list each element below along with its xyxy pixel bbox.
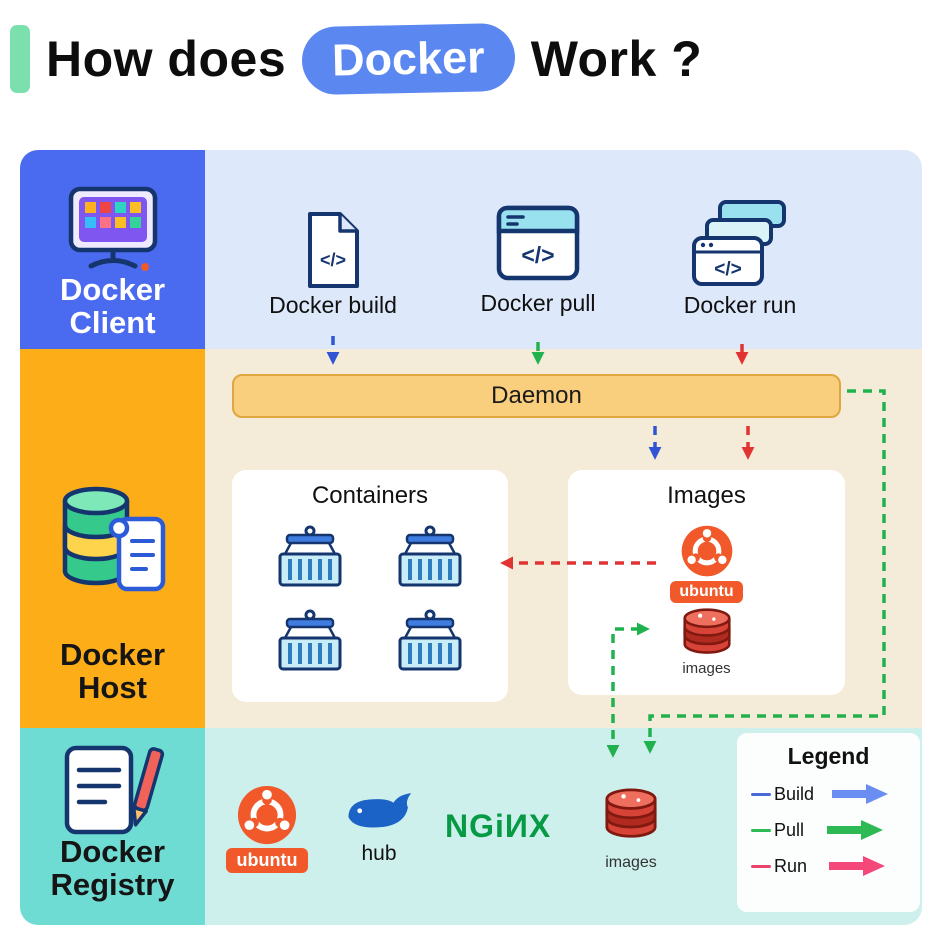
ubuntu-logo-icon (237, 785, 297, 845)
diagram-frame: Docker Client </> </> (20, 150, 922, 925)
host-band-content: Daemon Containers Images (205, 349, 922, 728)
containers-grid (232, 524, 508, 674)
legend-build-label: Build (774, 783, 815, 804)
title-suffix: Work ? (530, 31, 703, 87)
legend-run-label: Run (774, 855, 808, 876)
svg-text:</>: </> (320, 250, 346, 270)
daemon-bar: Daemon (232, 374, 841, 418)
legend-row-pull: Pull (751, 818, 908, 842)
ubuntu-badge: ubuntu (225, 848, 309, 873)
container-crane-icon (278, 609, 342, 671)
registry-band-title: Docker Registry (50, 834, 175, 902)
client-band-label: Docker Client (20, 150, 205, 349)
docker-badge: Docker (301, 22, 516, 96)
docker-run-label: Docker run (683, 292, 797, 318)
legend-title: Legend (787, 743, 870, 769)
registry-images: images (599, 788, 663, 872)
containers-card: Containers (232, 470, 508, 702)
container-crane-icon (398, 609, 462, 671)
title-accent-bar (10, 25, 30, 93)
title-prefix: How does (46, 31, 287, 87)
build-arrow-icon (832, 784, 889, 804)
svg-text:</>: </> (521, 242, 554, 268)
container-crane-icon (278, 525, 342, 587)
container-crane-icon (398, 525, 462, 587)
ubuntu-logo-icon (681, 525, 732, 577)
docker-run-windows-icon: </> (692, 200, 786, 286)
images-title: Images (667, 482, 746, 509)
docker-pull-window-icon: </> (496, 205, 580, 281)
registry-band-label: Docker Registry (20, 728, 205, 925)
images-stack-icon (605, 788, 657, 838)
registry-docker-hub: hub (333, 788, 425, 866)
host-band-label: Docker Host (20, 349, 205, 728)
client-band-content: </> </> </> Docker build Docker pull Doc… (205, 150, 922, 349)
build-line-sample (751, 792, 771, 796)
docker-hub-whale-icon (348, 793, 412, 828)
document-pencil-icon (64, 745, 164, 835)
host-band-title: Docker Host (59, 637, 166, 705)
run-line-sample (751, 864, 771, 868)
pull-line-sample (751, 828, 771, 832)
page-title: How does Docker Work ? (10, 22, 702, 96)
legend-row-build: Build (751, 782, 908, 806)
client-band-title: Docker Client (59, 272, 166, 340)
containers-title: Containers (311, 482, 429, 509)
svg-text:</>: </> (714, 259, 741, 280)
daemon-label: Daemon (491, 382, 582, 409)
docker-build-file-icon: </> (308, 212, 359, 288)
images-caption: images (682, 660, 731, 677)
database-scroll-icon (62, 486, 165, 592)
registry-band-content: ubuntu hub NGiИX images L (205, 728, 922, 925)
pull-arrow-icon (827, 820, 883, 840)
docker-build-label: Docker build (269, 292, 397, 318)
nginx-logo: NGiИX (445, 808, 552, 844)
legend-card: Legend Build Pull Run (737, 733, 920, 912)
monitor-icon (68, 186, 157, 271)
images-caption: images (605, 854, 657, 871)
images-card: Images ubuntu images (568, 470, 845, 695)
legend-pull-label: Pull (774, 819, 805, 840)
docker-pull-label: Docker pull (480, 290, 596, 316)
ubuntu-badge: ubuntu (670, 581, 743, 603)
run-arrow-icon (828, 856, 885, 876)
hub-label: hub (361, 842, 397, 865)
images-stack-icon (682, 608, 731, 654)
legend-row-run: Run (751, 854, 908, 878)
registry-ubuntu: ubuntu (219, 784, 315, 873)
